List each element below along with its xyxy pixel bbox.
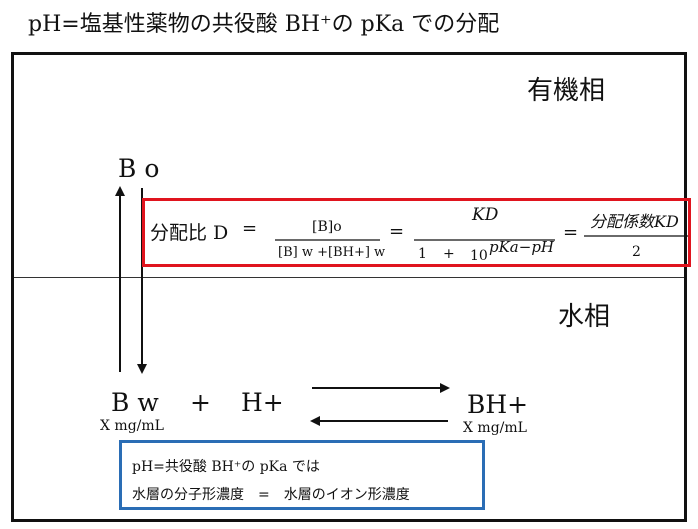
- conjugate-acid-label: BH+: [467, 390, 529, 419]
- proton-label: H+: [241, 388, 284, 417]
- phase-boundary: [14, 277, 684, 278]
- fraction2-den-exponent: pKa−pH: [489, 238, 555, 256]
- organic-phase-label: 有機相: [527, 76, 606, 106]
- fraction3-numerator: 分配係数KD: [590, 212, 679, 231]
- note-line-2: 水層の分子形濃度 = 水層のイオン形濃度: [132, 487, 410, 503]
- plus-sign: +: [190, 388, 211, 417]
- b-water-label: B w: [111, 388, 159, 417]
- b-water-concentration: X mg/mL: [100, 418, 164, 434]
- distribution-ratio-label: 分配比 D: [150, 222, 229, 244]
- equation-box: [142, 198, 691, 267]
- fraction1-numerator: [B]o: [312, 219, 342, 235]
- fraction2-den-ten: 10: [470, 248, 488, 264]
- diagram-frame: [11, 52, 687, 522]
- conjugate-acid-concentration: X mg/mL: [463, 420, 527, 436]
- aqueous-phase-label: 水相: [558, 302, 611, 332]
- note-box: [119, 440, 485, 510]
- equals-sign-3: =: [563, 222, 579, 243]
- fraction1-denominator: [B] w +[BH+] w: [278, 245, 386, 260]
- fraction2-numerator: KD: [472, 205, 499, 225]
- fraction3-denominator: 2: [632, 244, 641, 260]
- note-line-1: pH=共役酸 BH⁺の pKa では: [132, 459, 320, 475]
- fraction2-den-plus: +: [443, 246, 455, 262]
- fraction2-den-one: 1: [418, 246, 427, 262]
- b-organic-label: B o: [118, 154, 160, 183]
- equals-sign-1: =: [242, 218, 258, 239]
- equals-sign-2: =: [389, 221, 405, 242]
- page-title: pH=塩基性薬物の共役酸 BH⁺の pKa での分配: [28, 12, 500, 37]
